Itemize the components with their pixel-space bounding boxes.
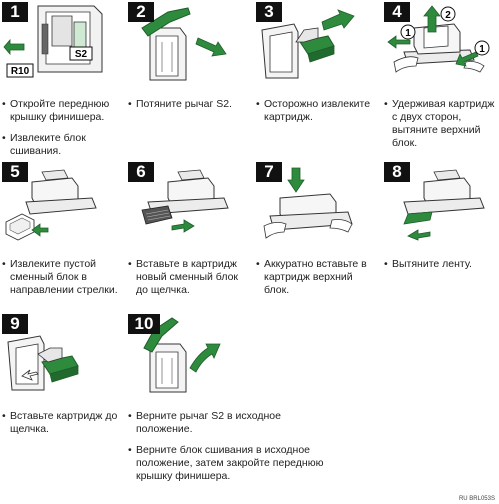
instruction-item: Верните рычаг S2 в исходное положение. bbox=[128, 410, 328, 436]
insert-cartridge-illustration bbox=[7, 335, 79, 391]
step-number: 8 bbox=[384, 162, 410, 182]
step-4-instructions: Удерживая картридж с двух сторон, вытяни… bbox=[384, 98, 496, 150]
step-3-instructions: Осторожно извлеките картридж. bbox=[256, 98, 376, 124]
figure-code: RU BRL053S bbox=[458, 496, 495, 502]
step-9: 9 Вставьте картридж до щелчка. bbox=[2, 314, 122, 444]
step-number: 2 bbox=[128, 2, 154, 22]
step-number: 10 bbox=[128, 314, 160, 334]
instruction-item: Вставьте в картридж новый сменный блок д… bbox=[128, 258, 248, 297]
step-2-instructions: Потяните рычаг S2. bbox=[128, 98, 248, 111]
step-number: 5 bbox=[2, 162, 28, 182]
finisher-open-illustration: S2 R10 bbox=[3, 5, 103, 78]
instruction-item: Осторожно извлеките картридж. bbox=[256, 98, 376, 124]
step-1-instructions: Откройте переднюю крышку финишера. Извле… bbox=[2, 98, 122, 158]
step-5-instructions: Извлеките пустой сменный блок в направле… bbox=[2, 258, 122, 297]
step-6-illustration: 6 bbox=[128, 162, 238, 242]
step-number: 1 bbox=[2, 2, 28, 22]
step-4: 4 1 2 1 Удерживая картридж с двух сторон… bbox=[384, 2, 496, 158]
step-10: 10 Верните рычаг S2 в исходное положение… bbox=[128, 314, 328, 491]
remove-cartridge-illustration bbox=[261, 9, 355, 79]
instruction-item: Аккуратно вставьте в картридж верхний бл… bbox=[256, 258, 376, 297]
step-number: 7 bbox=[256, 162, 282, 182]
step-9-instructions: Вставьте картридж до щелчка. bbox=[2, 410, 122, 436]
step-number: 3 bbox=[256, 2, 282, 22]
remove-empty-unit-illustration bbox=[5, 169, 97, 241]
instruction-item: Откройте переднюю крышку финишера. bbox=[2, 98, 122, 124]
instruction-item: Верните блок сшивания в исходное положен… bbox=[128, 444, 328, 483]
step-number: 6 bbox=[128, 162, 154, 182]
pull-lever-illustration bbox=[141, 7, 227, 81]
insert-upper-unit-illustration bbox=[263, 167, 353, 239]
label-step-a: 1 bbox=[405, 28, 411, 39]
step-8-instructions: Вытяните ленту. bbox=[384, 258, 496, 271]
step-2-illustration: 2 bbox=[128, 2, 238, 82]
step-number: 4 bbox=[384, 2, 410, 22]
step-number: 9 bbox=[2, 314, 28, 334]
insert-new-unit-illustration bbox=[141, 169, 229, 233]
label-s2: S2 bbox=[75, 49, 88, 60]
label-r10: R10 bbox=[11, 66, 30, 77]
step-2: 2 Потяните рычаг S2. bbox=[128, 2, 248, 119]
step-10-instructions: Верните рычаг S2 в исходное положение. В… bbox=[128, 410, 328, 483]
instruction-item: Вытяните ленту. bbox=[384, 258, 496, 271]
step-9-illustration: 9 bbox=[2, 314, 112, 394]
step-7-instructions: Аккуратно вставьте в картридж верхний бл… bbox=[256, 258, 376, 297]
label-step-c: 1 bbox=[479, 44, 485, 55]
step-6-instructions: Вставьте в картридж новый сменный блок д… bbox=[128, 258, 248, 297]
step-3-illustration: 3 bbox=[256, 2, 366, 82]
instruction-item: Удерживая картридж с двух сторон, вытяни… bbox=[384, 98, 496, 150]
step-6: 6 Вставьте в картридж новый сменный блок… bbox=[128, 162, 248, 305]
step-1: 1 S2 R10 Откройте переднюю крышку финише… bbox=[2, 2, 122, 166]
step-1-illustration: 1 S2 R10 bbox=[2, 2, 112, 82]
step-4-illustration: 4 1 2 1 bbox=[384, 2, 494, 82]
step-7-illustration: 7 bbox=[256, 162, 366, 242]
pull-tape-illustration bbox=[403, 169, 485, 241]
step-5-illustration: 5 bbox=[2, 162, 112, 242]
instruction-item: Извлеките пустой сменный блок в направле… bbox=[2, 258, 122, 297]
step-3: 3 Осторожно извлеките картридж. bbox=[256, 2, 376, 132]
pull-upper-unit-illustration: 1 2 1 bbox=[387, 5, 490, 73]
step-7: 7 Аккуратно вставьте в картридж верхний … bbox=[256, 162, 376, 305]
step-8: 8 Вытяните ленту. bbox=[384, 162, 496, 279]
return-lever-illustration bbox=[143, 317, 221, 393]
step-5: 5 Извлеките пустой сменный блок в направ… bbox=[2, 162, 122, 305]
instruction-item: Извлеките блок сшивания. bbox=[2, 132, 122, 158]
instruction-item: Вставьте картридж до щелчка. bbox=[2, 410, 122, 436]
step-10-illustration: 10 bbox=[128, 314, 238, 394]
step-8-illustration: 8 bbox=[384, 162, 494, 242]
instruction-item: Потяните рычаг S2. bbox=[128, 98, 248, 111]
label-step-b: 2 bbox=[445, 10, 451, 21]
